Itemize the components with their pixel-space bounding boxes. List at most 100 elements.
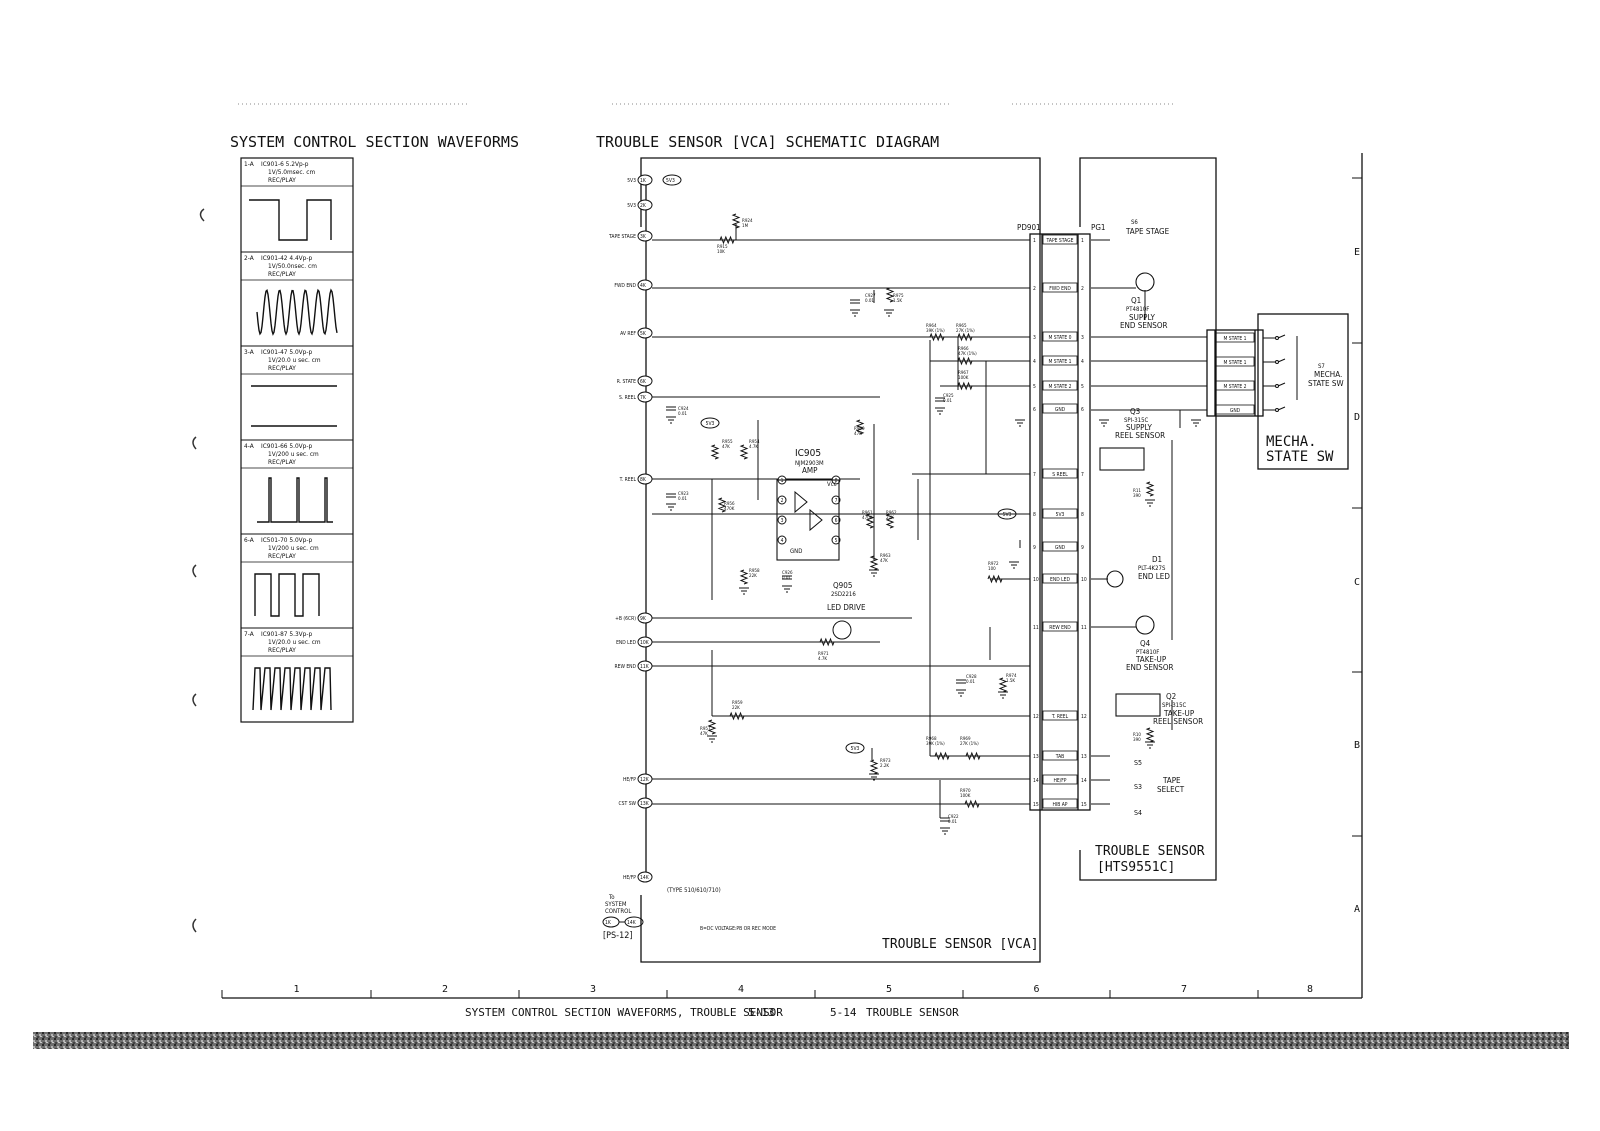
pin-number: 11K — [640, 664, 650, 670]
pin-name: +B (6CR) — [615, 616, 636, 622]
five-v3-tag: 5V3 — [1003, 512, 1012, 518]
component-value: 10K — [717, 249, 725, 255]
pin-number: 13K — [640, 801, 650, 807]
component-value: 390 — [1133, 493, 1141, 499]
component-value: 0.01 — [678, 496, 687, 502]
svg-text:3: 3 — [1033, 335, 1036, 341]
component-value: 22K — [886, 515, 894, 521]
component-ref: R924 — [742, 218, 753, 224]
resistor-symbol — [729, 711, 745, 721]
component-value: 0.01 — [782, 575, 791, 581]
component-value: 100 — [988, 566, 996, 572]
q2-photo-interrupter-icon — [1115, 693, 1161, 717]
pin-number: 9K — [640, 616, 647, 622]
pin-number: 1K — [640, 178, 647, 184]
component-value: 100K — [958, 375, 969, 381]
connector-row-label: 5V3 — [1056, 512, 1065, 518]
waveform-mode: REC/PLAY — [268, 458, 296, 466]
component-value: 0.01 — [678, 411, 687, 417]
component-ref: R971 — [818, 651, 829, 657]
svg-text:15: 15 — [1081, 802, 1087, 808]
resistor-symbol — [957, 381, 973, 391]
resistor-symbol — [731, 213, 741, 229]
pin-number: 4K — [640, 283, 647, 289]
resistor-symbol — [929, 332, 945, 342]
svg-text:5: 5 — [1081, 384, 1084, 390]
connector-row-label: S REEL — [1052, 472, 1068, 478]
connector-row-label: GND — [1055, 545, 1066, 551]
pin-name: CST SW — [619, 801, 637, 807]
mecha-row-label: M STATE 2 — [1223, 384, 1246, 390]
waveform-mode: REC/PLAY — [268, 646, 296, 654]
connector-row-label: TAB — [1055, 754, 1065, 760]
pin-name: R. STATE — [617, 379, 636, 385]
component-ref: R974 — [1006, 673, 1017, 679]
ic-pin-number: 8 — [835, 478, 838, 484]
connector-row-label: HIB AP — [1052, 802, 1067, 808]
ground-symbol — [956, 689, 966, 697]
waveform-scale: 1V/20.0 u sec. cm — [268, 638, 321, 646]
ground-symbol — [1009, 561, 1019, 569]
component-ref: R11 — [1133, 488, 1141, 494]
svg-text:14K: 14K — [627, 920, 637, 926]
svg-text:7: 7 — [1033, 472, 1036, 478]
grid-row-label: E — [1354, 247, 1360, 258]
ground-symbol — [869, 773, 879, 781]
q1-func1: SUPPLY — [1129, 313, 1155, 322]
svg-text:4: 4 — [1081, 359, 1084, 365]
svg-text:1K: 1K — [605, 920, 612, 926]
switch-s4-label: S4 — [1134, 809, 1142, 817]
component-value: 39K (1%) — [926, 328, 945, 334]
hts-board-label: TROUBLE SENSOR — [1095, 844, 1205, 859]
pin-number: 5K — [640, 331, 647, 337]
resistor-symbol — [710, 444, 720, 460]
component-ref: R957 — [700, 726, 711, 732]
ic-pin-number: 1 — [781, 478, 784, 484]
ic905-part: NJM2903M — [795, 460, 824, 467]
svg-text:14: 14 — [1081, 778, 1087, 784]
component-ref: R961 — [862, 510, 873, 516]
q4-func1: TAKE-UP — [1135, 655, 1167, 664]
resistor-symbol — [998, 677, 1008, 693]
ic-pin-number: 5 — [835, 538, 838, 544]
grid-column-label: 1 — [293, 984, 299, 995]
grid-column-label: 3 — [590, 984, 596, 995]
component-ref: R970 — [960, 788, 971, 794]
connector-row-label: M STATE 0 — [1048, 335, 1071, 341]
to-block-line2: SYSTEM — [605, 901, 627, 908]
waveform-trace — [251, 385, 337, 427]
ic-pin-number: 3 — [781, 518, 784, 524]
grid-column-label: 2 — [442, 984, 448, 995]
ground-symbol — [935, 407, 945, 415]
component-ref: R958 — [749, 568, 760, 574]
component-value: 0.01 — [943, 398, 952, 404]
pin-number: 12K — [640, 777, 650, 783]
component-value: 22K — [732, 705, 740, 711]
waveform-trace — [257, 477, 333, 523]
resistor-symbol — [707, 719, 717, 735]
component-ref: R964 — [926, 323, 937, 329]
component-value: 2.2K — [880, 763, 889, 769]
mecha-row-label: M STATE 1 — [1223, 336, 1246, 342]
q4-sensor-icon — [1135, 615, 1155, 635]
resistor-symbol — [964, 799, 980, 809]
grid-row-label: B — [1354, 740, 1360, 751]
connector-row-label: T. REEL — [1051, 714, 1069, 720]
component-ref: R966 — [958, 346, 969, 352]
pd901-label: PD901 — [1017, 223, 1041, 232]
component-value: 1.5K — [893, 298, 902, 304]
svg-text:10: 10 — [1081, 577, 1087, 583]
